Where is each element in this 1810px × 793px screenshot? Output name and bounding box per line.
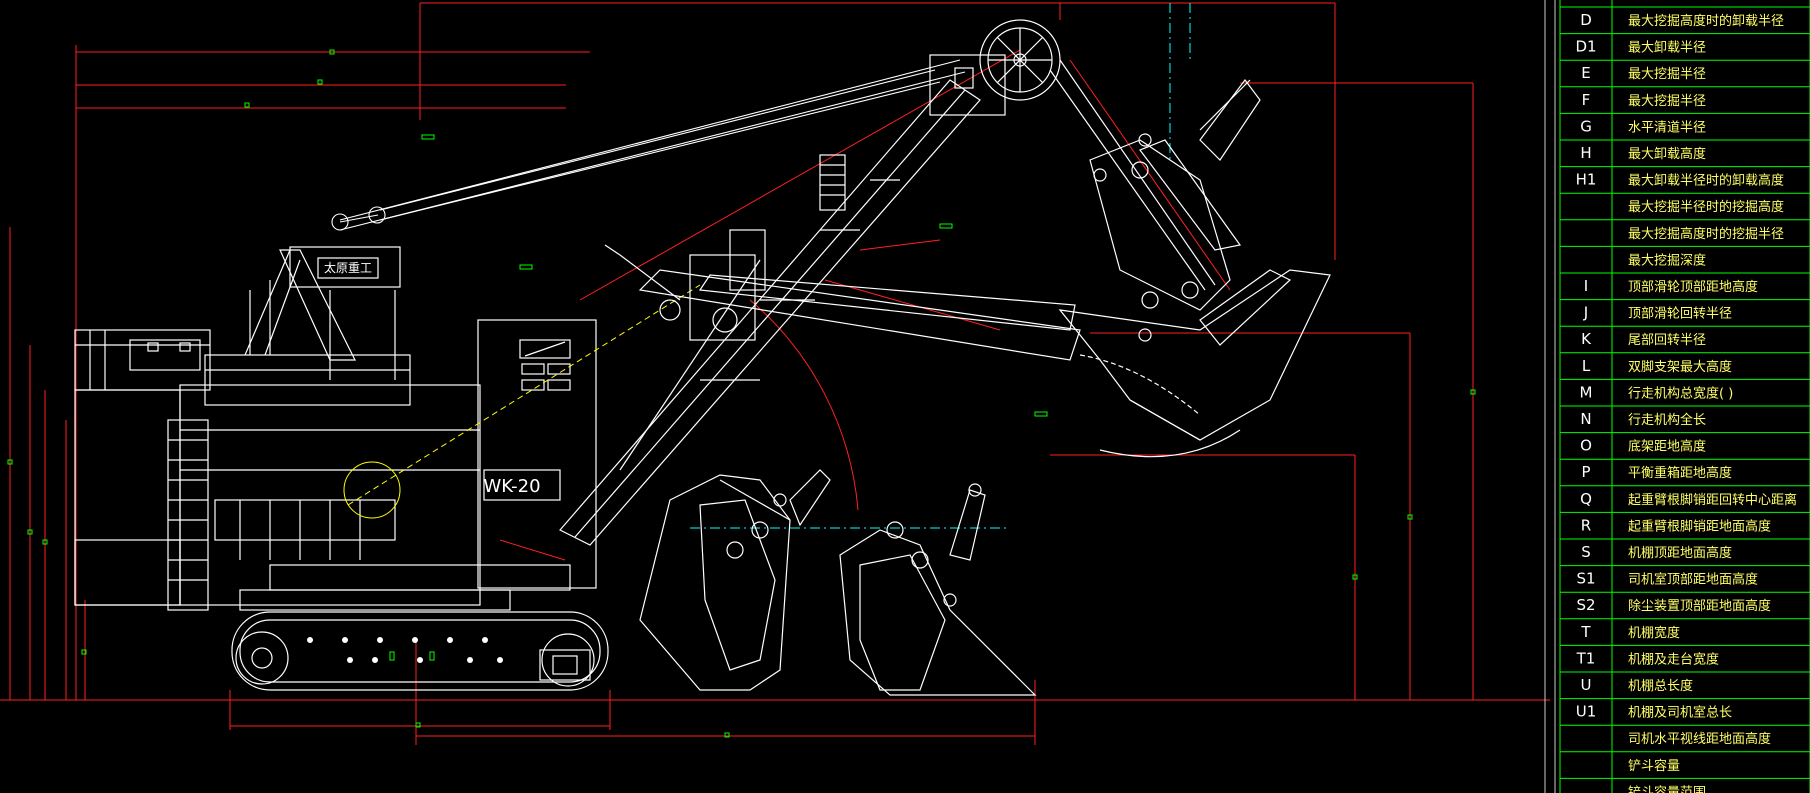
table-row-desc: 顶部滑轮回转半径: [1628, 307, 1732, 322]
table-row-desc: 起重臂根脚销距回转中心距离: [1628, 492, 1797, 508]
dipper-mid: [1058, 269, 1331, 458]
table-row-desc: 司机室顶部距地面高度: [1628, 572, 1758, 588]
table-row-desc: 最大挖掘半径: [1628, 94, 1706, 109]
table-row-code: P: [1581, 463, 1590, 481]
table-row-code: D1: [1575, 38, 1596, 56]
track-rollers: [307, 637, 503, 663]
table-row-desc: 铲斗容量: [1628, 758, 1680, 774]
spec-table: D 最大挖掘高度时的卸载半径 D1 最大卸载半径 E 最大挖掘半径 F 最大挖掘半径 G 水平清道…: [1544, 0, 1810, 793]
table-row-code: O: [1580, 437, 1592, 455]
table-row-code: S2: [1576, 596, 1595, 614]
dipper-handle: [604, 244, 1201, 416]
dipper-high: [1089, 79, 1261, 311]
table-row-code: K: [1581, 330, 1592, 348]
table-row-code: J: [1583, 304, 1588, 322]
table-row-code: E: [1581, 64, 1590, 82]
table-row-desc: 水平清道半径: [1628, 120, 1706, 135]
dipper-low-1: [639, 469, 831, 691]
table-row-desc: 行走机构全长: [1628, 412, 1706, 428]
table-row-code: T: [1580, 623, 1591, 641]
table-row-desc: 机棚总长度: [1628, 678, 1693, 694]
swing-circle-highlight: [343, 284, 701, 519]
table-row-desc: 机棚宽度: [1628, 625, 1680, 641]
table-row-desc: 最大挖掘半径: [1628, 67, 1706, 82]
table-row-code: I: [1584, 277, 1588, 295]
table-row-desc: 除尘装置顶部距地面高度: [1628, 598, 1771, 614]
table-row-desc: 铲斗容量范围: [1628, 784, 1706, 793]
table-row-desc: 司机水平视线距地面高度: [1628, 731, 1771, 747]
table-row-code: G: [1580, 117, 1592, 135]
table-row-code: Q: [1580, 490, 1592, 508]
table-row-code: M: [1580, 383, 1593, 401]
table-row-desc: 机棚及走台宽度: [1628, 651, 1719, 667]
table-row-desc: 尾部回转半径: [1628, 333, 1706, 348]
table-row-desc: 最大卸载半径时的卸载高度: [1628, 173, 1784, 189]
table-row-code: S: [1581, 543, 1591, 561]
table-row-desc: 行走机构总宽度( ): [1628, 385, 1733, 401]
table-row-desc: 机棚及司机室总长: [1628, 705, 1732, 721]
table-row-code: D: [1580, 11, 1592, 29]
table-row-code: H: [1580, 144, 1591, 162]
dimension-markers: [7, 49, 1476, 738]
table-row-code: R: [1581, 516, 1591, 534]
table-row-code: H1: [1576, 171, 1597, 189]
table-row-desc: 最大卸载高度: [1628, 146, 1706, 162]
dimension-lines: [0, 2, 1550, 745]
suspension-ropes: [331, 59, 966, 231]
table-row-code: T1: [1576, 649, 1596, 667]
table-row-desc: 最大挖掘高度时的挖掘半径: [1628, 226, 1784, 242]
table-row-desc: 机棚顶距地面高度: [1628, 545, 1732, 561]
boom: [559, 19, 1216, 546]
table-row-desc: 顶部滑轮顶部距地高度: [1628, 279, 1758, 295]
table-row-desc: 起重臂根脚销距地面高度: [1628, 518, 1771, 534]
centerline: [690, 3, 1191, 529]
table-row-desc: 最大挖掘高度时的卸载半径: [1628, 13, 1784, 29]
table-row-code: L: [1582, 357, 1591, 375]
dipper-low-2: [839, 483, 1037, 696]
table-row-desc: 双脚支架最大高度: [1628, 359, 1732, 375]
machine-model-plate: WK-20: [483, 476, 540, 497]
table-row-code: U1: [1576, 703, 1597, 721]
table-row-desc: 最大卸载半径: [1628, 40, 1706, 56]
machine-model-label: WK-20: [483, 476, 540, 497]
table-row-desc: 最大挖掘深度: [1628, 252, 1706, 268]
table-row-desc: 平衡重箱距地高度: [1628, 465, 1732, 481]
table-row-code: S1: [1576, 570, 1595, 588]
cab-sign-label: 太原重工: [324, 260, 372, 275]
machine-house: [74, 246, 609, 691]
table-row-code: F: [1582, 91, 1591, 109]
table-row-code: U: [1581, 676, 1592, 694]
table-row-desc: 底架距地高度: [1628, 439, 1706, 455]
cab-sign: 太原重工: [324, 260, 372, 275]
table-row-code: N: [1580, 410, 1591, 428]
table-row-desc: 最大挖掘半径时的挖掘高度: [1628, 199, 1784, 215]
